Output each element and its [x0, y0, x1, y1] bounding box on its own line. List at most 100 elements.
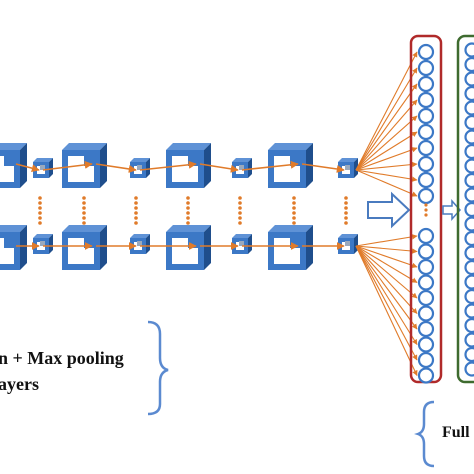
fc2-neuron-21	[464, 332, 474, 348]
fc2-neuron-15	[464, 245, 474, 261]
pool-map-r1-4	[338, 158, 358, 178]
fc1-neuron-5	[417, 107, 435, 125]
pool-map-r1-4-marker	[345, 165, 350, 170]
conv-map-r2-2-top	[62, 225, 107, 232]
fully-connected-brace	[414, 400, 435, 468]
pool-map-r1-4-side	[354, 158, 358, 178]
pool-map-r2-4-top	[338, 234, 358, 238]
ellipsis-dot-c2-3	[82, 206, 86, 210]
ellipsis-dot-c5-4	[238, 211, 242, 215]
fc1-neuron-16	[417, 305, 435, 322]
fan-arrow-2	[355, 67, 418, 171]
fan-arrow-7	[355, 147, 418, 171]
fan-arrow-17	[355, 245, 418, 330]
conv-map-r1-2-top	[62, 143, 107, 150]
ellipsis-dot-c2-4	[82, 211, 86, 215]
fc2-neuron-4	[464, 85, 474, 102]
fan-arrow-5	[355, 115, 418, 171]
pool-map-r2-2-marker	[137, 241, 142, 246]
fan-arrow-10	[355, 169, 418, 197]
conv-map-r1-4	[268, 143, 313, 188]
ellipsis-dot-c1-4	[38, 211, 42, 215]
fc2-neuron-16	[464, 259, 474, 276]
ellipsis-dot-c4-4	[186, 211, 190, 215]
fc2-neuron-12	[464, 201, 474, 218]
pool-map-r2-4	[338, 234, 358, 254]
fc2-neuron-8	[464, 143, 474, 160]
fc2-neuron-6	[464, 114, 474, 131]
fc2-neuron-22	[464, 346, 474, 363]
ellipsis-dot-c5-1	[238, 196, 242, 200]
fc-layer-2-box	[456, 34, 474, 384]
pool-map-r2-1-side	[49, 234, 53, 254]
fc2-neuron-20	[464, 317, 474, 334]
pool-map-r1-3-top	[232, 158, 252, 162]
ellipsis-dot-c7-6	[344, 221, 348, 225]
fan-arrow-13	[355, 245, 418, 268]
ellipsis-columns	[38, 196, 348, 225]
pool-map-r1-2	[130, 158, 150, 178]
ellipsis-dot-c2-1	[82, 196, 86, 200]
pool-map-r2-2-top	[130, 234, 150, 238]
ellipsis-dot-c6-6	[292, 221, 296, 225]
ellipsis-dot-c3-4	[134, 211, 138, 215]
fc1-neuron-17	[417, 320, 435, 338]
pool-map-r2-1-marker	[40, 241, 45, 246]
pool-map-r1-2-marker	[137, 165, 142, 170]
pool-map-r1-1-side	[49, 158, 53, 178]
hollow-arrow-to-fc	[367, 191, 411, 229]
pool-map-r1-2-top	[130, 158, 150, 162]
conv-map-r1-3-top	[166, 143, 211, 150]
fc1-neuron-14	[417, 274, 435, 291]
fan-arrow-6	[355, 131, 418, 171]
fan-arrow-16	[355, 245, 418, 314]
fc1-neuron-12	[417, 243, 435, 260]
fc1-neuron-9	[417, 171, 435, 189]
pool-map-r1-2-side	[146, 158, 150, 178]
fc1-ellipsis-dot-1	[424, 203, 428, 207]
fan-arrow-3	[355, 83, 418, 171]
fc1-neuron-6	[417, 123, 435, 141]
conv-map-r2-2-side	[100, 225, 107, 270]
ellipsis-dot-c5-2	[238, 201, 242, 205]
fc2-neuron-5	[464, 100, 474, 116]
fc-layer-1-neurons	[417, 43, 435, 384]
conv-map-r1-1-marker	[4, 156, 14, 166]
ellipsis-dot-c7-1	[344, 196, 348, 200]
pool-map-r1-3-marker	[239, 165, 244, 170]
ellipsis-dot-c2-2	[82, 201, 86, 205]
pool-map-r2-1-top	[33, 234, 53, 238]
ellipsis-dot-c5-3	[238, 206, 242, 210]
flow-arrow-r1-5	[199, 163, 239, 173]
ellipsis-dot-c5-6	[238, 221, 242, 225]
conv-pool-label-line2: ayers	[0, 374, 39, 394]
fc1-neuron-20	[417, 367, 435, 384]
fc2-neuron-7	[464, 129, 474, 145]
fc1-neuron-15	[417, 289, 435, 307]
ellipsis-dot-c7-5	[344, 216, 348, 220]
fc1-neuron-19	[417, 351, 435, 369]
fc2-neuron-19	[464, 303, 474, 319]
ellipsis-dot-c3-2	[134, 201, 138, 205]
conv-pool-brace	[147, 320, 169, 416]
fan-arrow-4	[355, 99, 418, 171]
pool-map-r1-1-top	[33, 158, 53, 162]
fan-arrow-14	[355, 245, 418, 283]
ellipsis-dot-c5-5	[238, 216, 242, 220]
fan-arrow-9	[355, 169, 418, 182]
ellipsis-dot-c3-1	[134, 196, 138, 200]
fc1-neuron-2	[417, 59, 435, 77]
pool-map-r1-3	[232, 158, 252, 178]
fc2-neuron-23	[464, 361, 474, 377]
ellipsis-dot-c4-3	[186, 206, 190, 210]
ellipsis-dot-c2-5	[82, 216, 86, 220]
fc1-neuron-7	[417, 139, 435, 157]
ellipsis-dot-c1-5	[38, 216, 42, 220]
fan-arrow-1	[355, 51, 418, 171]
fc1-neuron-13	[417, 258, 435, 276]
fc2-neuron-13	[464, 216, 474, 232]
fan-arrow-20	[355, 245, 418, 376]
pool-map-r2-3-marker	[239, 241, 244, 246]
ellipsis-dot-c1-6	[38, 221, 42, 225]
pool-map-r2-1	[33, 234, 53, 254]
